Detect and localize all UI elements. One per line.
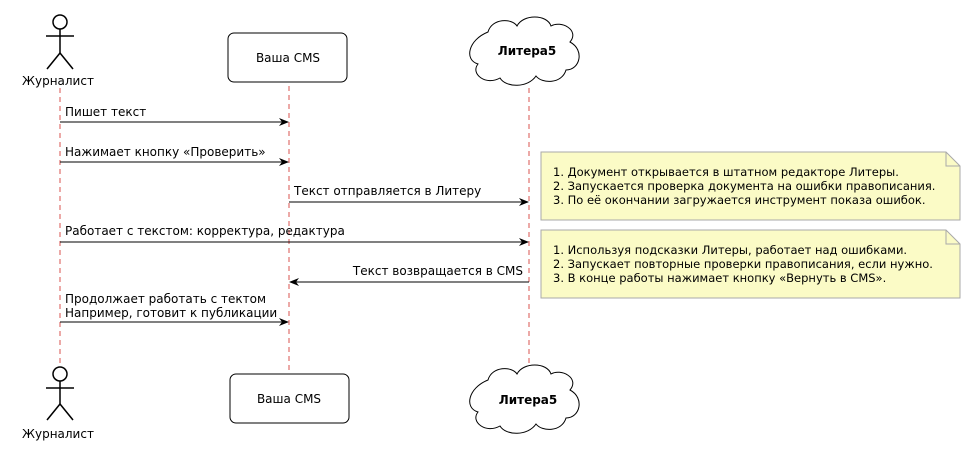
message-5: Текст возвращается в CMS — [289, 264, 529, 286]
actor-journalist-top: Журналист — [22, 14, 94, 88]
cloud-icon — [469, 16, 580, 86]
message-3: Текст отправляется в Литеру — [289, 184, 529, 206]
participant-litera-top: Литера5 — [469, 16, 580, 86]
message-6: Продолжает работать с тектом Например, г… — [60, 292, 289, 326]
message-label: Текст отправляется в Литеру — [293, 184, 481, 198]
message-label-line-2: Например, готовит к публикации — [65, 306, 277, 320]
participant-label: Литера5 — [498, 44, 557, 58]
note-line-1: 1. Используя подсказки Литеры, работает … — [553, 243, 907, 257]
actor-label: Журналист — [22, 74, 94, 88]
note-line-1: 1. Документ открывается в штатном редакт… — [553, 165, 899, 179]
message-4: Работает с текстом: корректура, редактур… — [60, 224, 529, 246]
actor-journalist-bottom: Журналист — [22, 366, 94, 441]
participant-label: Ваша CMS — [256, 51, 320, 65]
note-2: 1. Используя подсказки Литеры, работает … — [540, 229, 961, 299]
actor-label: Журналист — [22, 427, 94, 441]
note-line-3: 3. В конце работы нажимает кнопку «Верну… — [553, 271, 886, 285]
actor-head-icon — [52, 14, 68, 30]
note-line-3: 3. По её окончании загружается инструмен… — [553, 193, 926, 207]
participant-label: Ваша CMS — [257, 392, 321, 406]
participant-litera-bottom: Литера5 — [469, 364, 580, 434]
message-label: Работает с текстом: корректура, редактур… — [65, 224, 345, 238]
participant-cms-bottom: Ваша CMS — [229, 373, 350, 424]
participant-cms-top: Ваша CMS — [227, 32, 348, 83]
cloud-icon — [469, 364, 580, 434]
participant-label: Литера5 — [499, 393, 558, 407]
message-1: Пишет текст — [60, 105, 289, 126]
message-label-line-1: Продолжает работать с тектом — [65, 292, 266, 306]
message-label: Текст возвращается в CMS — [352, 264, 523, 278]
message-2: Нажимает кнопку «Проверить» — [60, 145, 289, 166]
note-line-2: 2. Запускает повторные проверки правопис… — [553, 257, 933, 271]
message-label: Нажимает кнопку «Проверить» — [65, 145, 266, 159]
note-line-2: 2. Запускается проверка документа на оши… — [553, 179, 935, 193]
message-label: Пишет текст — [65, 105, 146, 119]
actor-head-icon — [52, 366, 68, 382]
note-1: 1. Документ открывается в штатном редакт… — [540, 151, 961, 221]
